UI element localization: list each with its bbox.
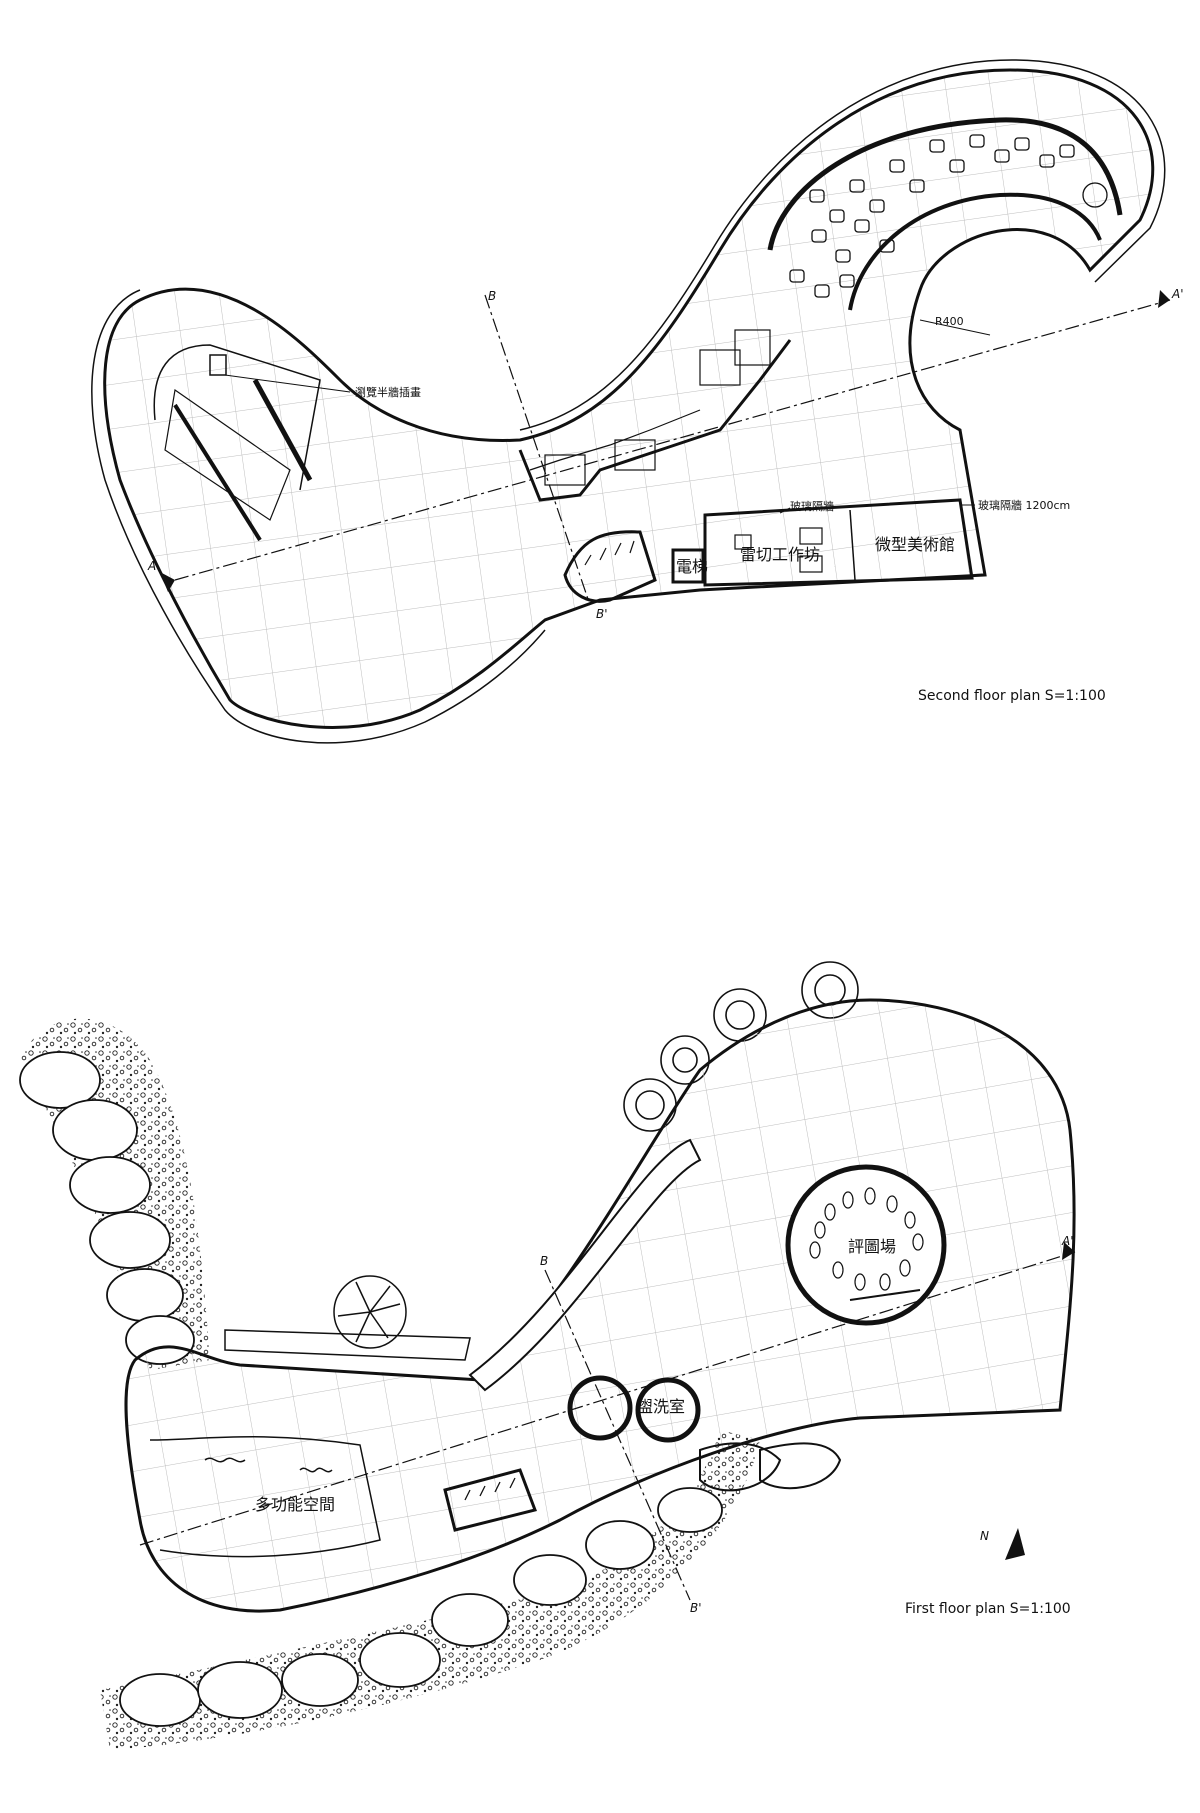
landscape-hedge-left [19, 1018, 210, 1370]
north-label: N [980, 1529, 989, 1543]
planter-bench [224, 1275, 471, 1361]
landscape-boulders-bottom [100, 1430, 760, 1750]
section-b-prime-first: B' [690, 1601, 702, 1615]
second-floor-stair [563, 530, 657, 603]
section-a-label: A [147, 559, 156, 573]
mural-note: 瀏覽半牆插畫 [355, 385, 421, 399]
workshop-gallery-block: 雷切工作坊 微型美術館 玻璃隔牆 玻璃隔牆 1200cm [703, 498, 1070, 587]
first-floor-caption: First floor plan S=1:100 [905, 1601, 1071, 1617]
section-a-prime-label: A' [1171, 287, 1184, 301]
second-floor-plan: R400 瀏覽半牆插畫 電梯 [91, 59, 1184, 744]
multipurpose-room [149, 1436, 381, 1558]
section-lines-first [139, 1251, 1076, 1601]
workshop-label: 雷切工作坊 [740, 545, 820, 564]
mural-room: 瀏覽半牆插畫 [153, 344, 421, 542]
multipurpose-label: 多功能空間 [255, 1495, 335, 1514]
section-b-prime-label: B' [596, 607, 608, 621]
radius-label: R400 [935, 315, 964, 328]
partition-note: 玻璃隔牆 [790, 499, 834, 513]
second-floor-slab-outline [103, 68, 1155, 729]
theater-room: 評圖場 [785, 1164, 947, 1326]
restroom-label: 盥洗室 [637, 1397, 685, 1416]
section-b-first: B [540, 1254, 548, 1268]
elevator-label: 電梯 [676, 557, 708, 576]
first-floor-plan: 評圖場 盥洗室 多功能空間 A' B B' [19, 961, 1076, 1750]
section-lines-second [174, 294, 1171, 606]
elevator-box [671, 548, 705, 584]
first-floor-outline [124, 998, 1076, 1613]
north-arrow: N [980, 1528, 1025, 1560]
glass-wall-note: 玻璃隔牆 1200cm [978, 498, 1070, 512]
theater-label: 評圖場 [848, 1237, 896, 1256]
second-floor-caption: Second floor plan S=1:100 [918, 688, 1106, 704]
seating-area-upper [767, 117, 1123, 311]
section-b-label: B [488, 289, 496, 303]
first-floor-stair [443, 1442, 842, 1532]
gallery-label: 微型美術館 [875, 535, 955, 554]
corridor-rooms [518, 329, 792, 502]
section-a-prime-first: A' [1061, 1234, 1074, 1248]
